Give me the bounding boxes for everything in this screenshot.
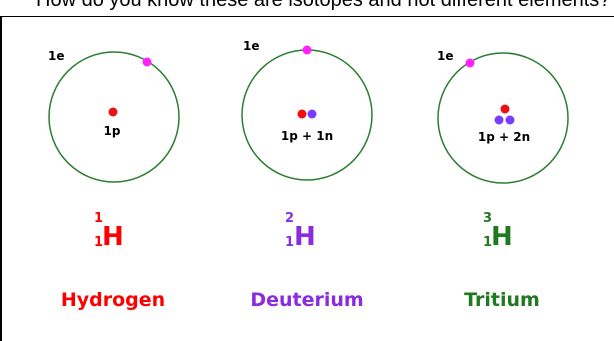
electron bbox=[142, 57, 152, 67]
atom-deuterium: 1e 1p + 1n 2 1 H Deuterium bbox=[241, 39, 373, 311]
element-symbol: H bbox=[294, 222, 316, 252]
electron-label: 1e bbox=[437, 49, 454, 63]
nucleus-label: 1p + 1n bbox=[281, 129, 333, 143]
diagram-frame bbox=[0, 16, 614, 341]
nucleus-label: 1p bbox=[104, 124, 121, 138]
proton bbox=[108, 107, 118, 117]
electron-orbit bbox=[241, 49, 373, 181]
proton bbox=[500, 104, 510, 114]
atom-tritium: 1e 1p + 2n 3 1 H Tritium bbox=[437, 49, 569, 311]
neutron bbox=[494, 115, 504, 125]
mass-number: 1 bbox=[94, 211, 103, 226]
electron-label: 1e bbox=[243, 39, 260, 53]
isotope-name: Tritium bbox=[464, 289, 540, 311]
isotope-name: Deuterium bbox=[250, 289, 363, 311]
nucleus-label: 1p + 2n bbox=[478, 130, 530, 144]
neutron bbox=[505, 115, 515, 125]
electron bbox=[302, 45, 312, 55]
element-symbol: H bbox=[491, 222, 513, 252]
atomic-number: 1 bbox=[285, 235, 294, 250]
electron-orbit bbox=[437, 52, 569, 184]
electron-orbit bbox=[48, 51, 180, 183]
isotope-name: Hydrogen bbox=[61, 289, 165, 311]
mass-number: 3 bbox=[483, 211, 492, 226]
top-caption: How do you know these are isotopes and n… bbox=[36, 0, 611, 11]
electron-label: 1e bbox=[48, 49, 65, 63]
electron bbox=[465, 58, 475, 68]
atom-hydrogen: 1e 1p 1 1 H Hydrogen bbox=[48, 49, 180, 311]
neutron bbox=[307, 109, 317, 119]
proton bbox=[297, 109, 307, 119]
element-symbol: H bbox=[102, 222, 124, 252]
atomic-number: 1 bbox=[94, 235, 103, 250]
atomic-number: 1 bbox=[483, 235, 492, 250]
mass-number: 2 bbox=[285, 211, 294, 226]
